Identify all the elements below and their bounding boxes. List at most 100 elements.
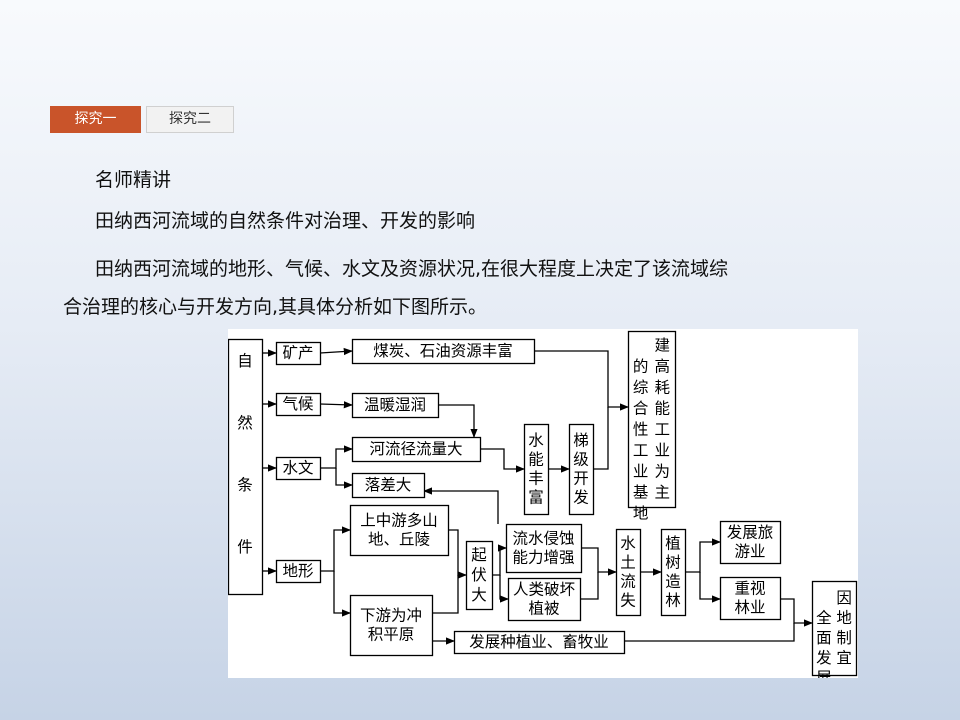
- section-heading: 名师精讲: [95, 169, 172, 191]
- arrow-4: [319, 347, 353, 356]
- svg-text:性: 性: [633, 421, 649, 439]
- svg-text:耗: 耗: [655, 379, 671, 397]
- node-qihou: 气候: [275, 392, 322, 417]
- arrow-5: [319, 401, 353, 409]
- svg-text:件: 件: [237, 538, 253, 556]
- node-qifu: 起伏大: [465, 540, 494, 611]
- svg-text:下游为冲: 下游为冲: [360, 607, 422, 625]
- svg-text:人类破坏: 人类破坏: [513, 581, 576, 599]
- svg-text:地形: 地形: [282, 562, 313, 580]
- arrow-27: [624, 623, 795, 642]
- arrow-12: [480, 448, 525, 473]
- svg-text:能: 能: [528, 451, 544, 469]
- arrow-7: [335, 468, 353, 489]
- svg-text:能力增强: 能力增强: [512, 549, 574, 567]
- svg-text:落差大: 落差大: [365, 476, 412, 494]
- svg-text:煤炭、石油资源丰富: 煤炭、石油资源丰富: [373, 342, 513, 360]
- arrow-18: [492, 544, 507, 576]
- svg-text:河流径流量大: 河流径流量大: [369, 440, 462, 458]
- svg-text:宜: 宜: [836, 649, 852, 667]
- svg-text:为: 为: [655, 463, 671, 481]
- paragraph-line-2: 合治理的核心与开发方向,其具体分析如下图所示。: [63, 296, 488, 318]
- svg-text:建: 建: [655, 337, 671, 355]
- svg-text:梯: 梯: [573, 432, 589, 450]
- svg-text:矿产: 矿产: [282, 344, 313, 362]
- arrow-25: [780, 598, 813, 627]
- svg-text:重视: 重视: [734, 580, 765, 598]
- arrow-21: [580, 572, 599, 600]
- svg-text:温暖湿润: 温暖湿润: [364, 396, 426, 414]
- arrow-15: [423, 487, 499, 524]
- svg-text:水: 水: [528, 432, 544, 450]
- svg-text:丰: 丰: [528, 470, 544, 488]
- node-jingliu: 河流径流量大: [351, 436, 482, 463]
- svg-text:林业: 林业: [734, 599, 765, 617]
- tab-explore-1[interactable]: 探究一: [50, 106, 141, 133]
- svg-text:水文: 水文: [282, 459, 313, 477]
- diagram-nodes: 自然条件矿产气候水文地形煤炭、石油资源丰富温暖湿润河流径流量大落差大上中游多山地…: [228, 330, 858, 678]
- svg-text:积平原: 积平原: [368, 626, 415, 644]
- arrow-24: [699, 572, 721, 603]
- arrow-17: [432, 575, 459, 614]
- svg-text:土: 土: [620, 554, 636, 572]
- svg-text:业: 业: [633, 463, 649, 481]
- svg-text:制: 制: [836, 629, 852, 647]
- arrow-20: [581, 547, 617, 576]
- svg-text:开: 开: [573, 470, 589, 488]
- svg-text:气候: 气候: [282, 395, 313, 413]
- svg-text:级: 级: [573, 451, 589, 469]
- node-zhongzhi: 发展种植业、畜牧业: [453, 630, 626, 655]
- svg-text:水: 水: [620, 535, 636, 553]
- svg-text:发: 发: [816, 649, 832, 667]
- svg-text:伏: 伏: [471, 566, 487, 584]
- arrow-8: [320, 526, 351, 572]
- svg-text:的: 的: [633, 358, 649, 376]
- tab-explore-2[interactable]: 探究二: [146, 106, 234, 133]
- svg-text:工: 工: [655, 421, 671, 439]
- node-luocha: 落差大: [351, 472, 426, 499]
- svg-text:条: 条: [237, 476, 253, 494]
- svg-text:能: 能: [655, 400, 671, 418]
- arrow-9: [333, 571, 351, 617]
- paragraph-line-1: 田纳西河流域的地形、气候、水文及资源状况,在很大程度上决定了该流域综: [95, 258, 729, 280]
- svg-text:发展种植业、畜牧业: 发展种植业、畜牧业: [469, 633, 609, 651]
- arrow-16: [448, 529, 467, 579]
- svg-text:林: 林: [665, 592, 681, 610]
- diagram-arrows: [262, 347, 813, 645]
- node-meitan: 煤炭、石油资源丰富: [351, 338, 536, 365]
- arrow-14: [593, 407, 609, 470]
- svg-text:起: 起: [471, 546, 487, 564]
- svg-text:高: 高: [655, 358, 671, 376]
- svg-text:大: 大: [471, 586, 487, 604]
- node-kuangchan: 矿产: [275, 341, 322, 366]
- svg-text:展: 展: [816, 669, 832, 678]
- svg-text:面: 面: [816, 629, 832, 647]
- svg-text:综: 综: [633, 379, 649, 397]
- arrow-10: [534, 350, 629, 411]
- svg-text:主: 主: [655, 484, 671, 502]
- svg-text:自: 自: [237, 352, 253, 370]
- svg-text:合: 合: [633, 400, 649, 418]
- tab-bar: 探究一 探究二: [50, 106, 234, 133]
- svg-text:地: 地: [836, 609, 852, 627]
- svg-text:业: 业: [655, 442, 671, 460]
- svg-text:上中游多山: 上中游多山: [360, 512, 438, 530]
- svg-text:发展旅: 发展旅: [727, 524, 774, 542]
- arrow-6: [320, 445, 353, 469]
- svg-text:植被: 植被: [528, 600, 559, 618]
- svg-text:富: 富: [528, 489, 544, 507]
- arrow-19: [499, 575, 509, 603]
- flow-diagram: 自然条件矿产气候水文地形煤炭、石油资源丰富温暖湿润河流径流量大落差大上中游多山地…: [228, 329, 858, 678]
- svg-text:植: 植: [665, 535, 681, 553]
- svg-text:发: 发: [573, 489, 589, 507]
